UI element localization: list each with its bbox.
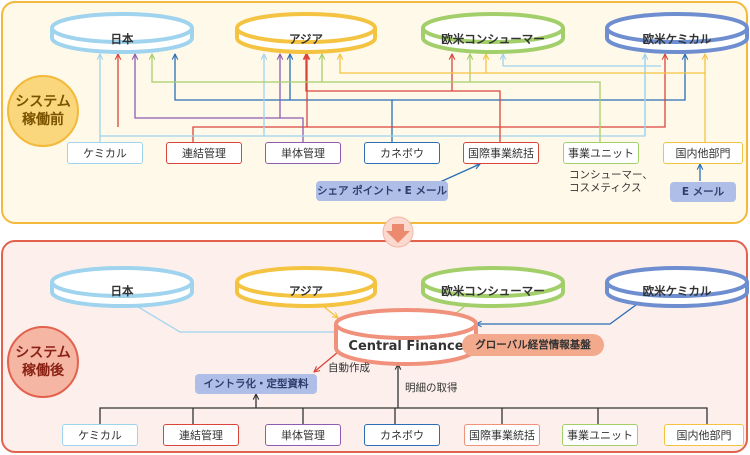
source-single: 単体管理 [265, 424, 341, 446]
after-status-badge: システム 稼働後 [7, 326, 79, 398]
share-point-email-pill: シェア ポイント・E メール [316, 181, 448, 201]
source-international: 国際事業統括 [463, 142, 539, 164]
badge-line-2: 稼働前 [22, 112, 64, 128]
db-central-finance: Central Finance [334, 308, 478, 366]
source-chemical: ケミカル [67, 142, 143, 164]
db-label: 欧米コンシューマー [441, 32, 545, 46]
central-finance-label: Central Finance [348, 339, 463, 354]
badge-line-2: 稼働後 [22, 363, 64, 379]
source-single: 単体管理 [265, 142, 341, 164]
before-status-badge: システム 稼働前 [7, 75, 79, 147]
db-label: アジア [289, 32, 324, 46]
unit-note-line-1: コンシューマー、 [569, 169, 653, 181]
badge-line-1: システム [15, 94, 71, 110]
badge-line-1: システム [15, 345, 71, 361]
db-consumer-before: 欧米コンシューマー [421, 12, 565, 54]
line-kanebo [392, 54, 685, 101]
line-kanebo [175, 54, 393, 142]
db-label: 欧米ケミカル [643, 284, 712, 298]
line-japan-to-cf [129, 301, 340, 332]
db-japan-after: 日本 [50, 266, 194, 308]
global-info-platform-pill: グローバル経営情報基盤 [462, 334, 604, 356]
source-business-unit: 事業ユニット [563, 142, 639, 164]
email-pill: E メール [670, 182, 736, 202]
source-kanebo: カネボウ [364, 424, 440, 446]
db-japan-before: 日本 [50, 12, 194, 54]
source-kanebo: カネボウ [364, 142, 440, 164]
source-international: 国際事業統括 [464, 424, 540, 446]
db-asia-after: アジア [235, 266, 377, 308]
unit-note-line-2: コスメティクス [569, 182, 642, 194]
transition-arrow-icon [382, 216, 414, 248]
db-label: 日本 [111, 32, 134, 46]
line-consolidation [192, 54, 665, 142]
share-arrow [439, 164, 480, 183]
line-international [306, 54, 501, 142]
line-single [135, 54, 304, 142]
db-chemical-before: 欧米ケミカル [605, 12, 749, 54]
intranet-pill: イントラ化・定型資料 [195, 374, 317, 394]
source-domestic: 国内他部門 [664, 424, 744, 446]
db-label: アジア [289, 284, 324, 298]
line-bottom-tick [192, 408, 599, 425]
db-consumer-after: 欧米コンシューマー [421, 266, 565, 308]
source-business-unit: 事業ユニット [562, 424, 638, 446]
auto-create-label: 自動作成 [328, 362, 370, 374]
db-asia-before: アジア [235, 12, 377, 54]
detail-fetch-label: 明細の取得 [405, 382, 458, 394]
line-auto-create [314, 351, 339, 372]
db-chemical-after: 欧米ケミカル [605, 266, 749, 308]
source-consolidation: 連結管理 [163, 424, 239, 446]
db-label: 欧米コンシューマー [441, 284, 545, 298]
db-label: 日本 [111, 284, 134, 298]
source-chemical: ケミカル [62, 424, 138, 446]
source-consolidation: 連結管理 [166, 142, 242, 164]
line-business-unit [152, 54, 601, 142]
line-domestic [340, 54, 706, 142]
line-bottom-bus [99, 407, 708, 425]
source-domestic: 国内他部門 [663, 142, 743, 164]
line-chemical-to-cf [476, 301, 641, 324]
db-label: 欧米ケミカル [643, 32, 712, 46]
